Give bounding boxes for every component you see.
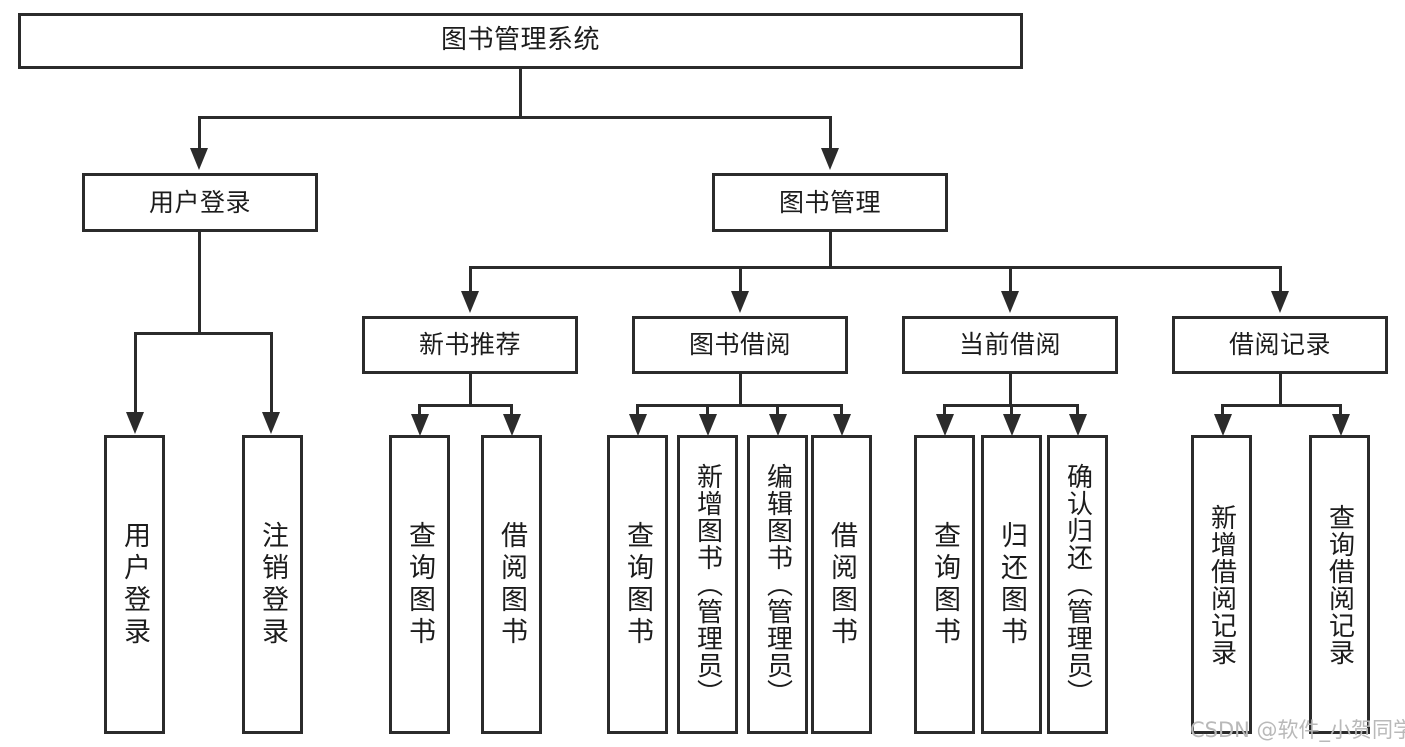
node-root-book-management-system[interactable]: 图书管理系统 xyxy=(18,13,1023,69)
connector-drop-new-book-leaf-2 xyxy=(510,404,513,418)
node-label: 注销登录 xyxy=(257,520,288,649)
arrow-to-borrow-record-leaf-2 xyxy=(1332,414,1350,436)
connector-drop-book-borrow-leaf-1 xyxy=(636,404,639,418)
arrow-to-book-management xyxy=(821,148,839,170)
connector-drop-book-borrow-leaf-2 xyxy=(706,404,709,418)
connector-drop-user-login-leaf-2 xyxy=(270,332,273,413)
node-label: 当前借阅 xyxy=(958,330,1061,359)
connector-borrow-record-stem xyxy=(1279,374,1282,406)
connector-book-management-bar xyxy=(469,266,1282,269)
connector-drop-current-borrow xyxy=(1009,266,1012,292)
arrow-to-current-borrow-leaf-2 xyxy=(1003,414,1021,436)
connector-drop-book-management xyxy=(829,116,832,149)
node-book-borrow[interactable]: 图书借阅 xyxy=(632,316,848,374)
node-label: 借阅图书 xyxy=(496,520,527,649)
arrow-to-borrow-record-leaf-1 xyxy=(1214,414,1232,436)
connector-drop-borrow-record-leaf-2 xyxy=(1339,404,1342,418)
connector-drop-borrow-record-leaf-1 xyxy=(1221,404,1224,418)
connector-drop-book-borrow-leaf-3 xyxy=(776,404,779,418)
connector-new-book-bar xyxy=(418,404,513,407)
connector-current-borrow-stem xyxy=(1009,374,1012,406)
node-label: 用户登录 xyxy=(119,520,150,649)
arrow-to-book-borrow-leaf-3 xyxy=(769,414,787,436)
watermark: CSDN @软件_小贺同学 xyxy=(1190,718,1405,742)
node-book-management[interactable]: 图书管理 xyxy=(712,173,948,232)
leaf-new-book-query-book[interactable]: 查询图书 xyxy=(389,435,450,734)
connector-drop-current-borrow-leaf-1 xyxy=(943,404,946,418)
node-label: 查询图书 xyxy=(929,520,960,649)
node-label: 新增借阅记录 xyxy=(1206,503,1237,666)
leaf-borrow-record-add-record[interactable]: 新增借阅记录 xyxy=(1191,435,1252,734)
leaf-current-borrow-confirm-return[interactable]: 确认归还（管理员） xyxy=(1047,435,1108,734)
connector-drop-borrow-record xyxy=(1279,266,1282,292)
leaf-current-borrow-return-book[interactable]: 归还图书 xyxy=(981,435,1042,734)
leaf-book-borrow-borrow-book[interactable]: 借阅图书 xyxy=(811,435,872,734)
connector-book-borrow-bar xyxy=(636,404,842,407)
arrow-to-book-borrow-leaf-4 xyxy=(833,414,851,436)
node-borrow-record[interactable]: 借阅记录 xyxy=(1172,316,1388,374)
node-new-book-recommend[interactable]: 新书推荐 xyxy=(362,316,578,374)
arrow-to-current-borrow-leaf-3 xyxy=(1069,414,1087,436)
connector-drop-current-borrow-leaf-3 xyxy=(1076,404,1079,418)
connector-root-stem xyxy=(519,69,522,118)
arrow-to-new-book-leaf-2 xyxy=(503,414,521,436)
node-label: 借阅图书 xyxy=(826,520,857,649)
arrow-to-user-login xyxy=(190,148,208,170)
node-label: 新书推荐 xyxy=(418,330,521,359)
node-label: 确认归还（管理员） xyxy=(1062,463,1093,706)
connector-drop-current-borrow-leaf-2 xyxy=(1010,404,1013,418)
leaf-current-borrow-query-book[interactable]: 查询图书 xyxy=(914,435,975,734)
arrow-to-new-book-leaf-1 xyxy=(411,414,429,436)
node-label: 查询图书 xyxy=(404,520,435,649)
arrow-to-new-book-recommend xyxy=(461,291,479,313)
node-current-borrow[interactable]: 当前借阅 xyxy=(902,316,1118,374)
connector-root-bar xyxy=(198,116,831,119)
node-label: 用户登录 xyxy=(148,187,251,217)
connector-new-book-stem xyxy=(469,374,472,406)
arrow-to-user-login-leaf-1 xyxy=(126,412,144,434)
arrow-to-user-login-leaf-2 xyxy=(262,412,280,434)
connector-drop-user-login xyxy=(198,116,201,149)
connector-drop-new-book xyxy=(469,266,472,292)
node-label: 借阅记录 xyxy=(1228,330,1331,359)
leaf-book-borrow-add-book[interactable]: 新增图书（管理员） xyxy=(677,435,738,734)
leaf-book-borrow-edit-book[interactable]: 编辑图书（管理员） xyxy=(747,435,808,734)
node-label: 图书管理 xyxy=(778,187,881,217)
connector-drop-book-borrow-leaf-4 xyxy=(840,404,843,418)
connector-user-login-stem xyxy=(198,232,201,334)
connector-book-management-stem xyxy=(829,232,832,268)
arrow-to-borrow-record xyxy=(1271,291,1289,313)
arrow-to-book-borrow-leaf-2 xyxy=(699,414,717,436)
arrow-to-book-borrow xyxy=(731,291,749,313)
connector-drop-user-login-leaf-1 xyxy=(134,332,137,413)
leaf-user-login-login[interactable]: 用户登录 xyxy=(104,435,165,734)
node-label: 新增图书（管理员） xyxy=(692,463,723,706)
connector-book-borrow-stem xyxy=(739,374,742,406)
arrow-to-current-borrow-leaf-1 xyxy=(936,414,954,436)
node-label: 查询图书 xyxy=(622,520,653,649)
arrow-to-book-borrow-leaf-1 xyxy=(629,414,647,436)
leaf-new-book-borrow-book[interactable]: 借阅图书 xyxy=(481,435,542,734)
node-label: 归还图书 xyxy=(996,520,1027,649)
node-label: 查询借阅记录 xyxy=(1324,503,1355,666)
leaf-borrow-record-query-record[interactable]: 查询借阅记录 xyxy=(1309,435,1370,734)
connector-user-login-bar xyxy=(134,332,273,335)
node-label: 图书管理系统 xyxy=(440,25,600,56)
node-label: 编辑图书（管理员） xyxy=(762,463,793,706)
connector-drop-book-borrow xyxy=(739,266,742,292)
connector-drop-new-book-leaf-1 xyxy=(418,404,421,418)
arrow-to-current-borrow xyxy=(1001,291,1019,313)
leaf-user-login-logout[interactable]: 注销登录 xyxy=(242,435,303,734)
leaf-book-borrow-query-book[interactable]: 查询图书 xyxy=(607,435,668,734)
connector-borrow-record-bar xyxy=(1221,404,1341,407)
node-user-login[interactable]: 用户登录 xyxy=(82,173,318,232)
node-label: 图书借阅 xyxy=(688,330,791,359)
